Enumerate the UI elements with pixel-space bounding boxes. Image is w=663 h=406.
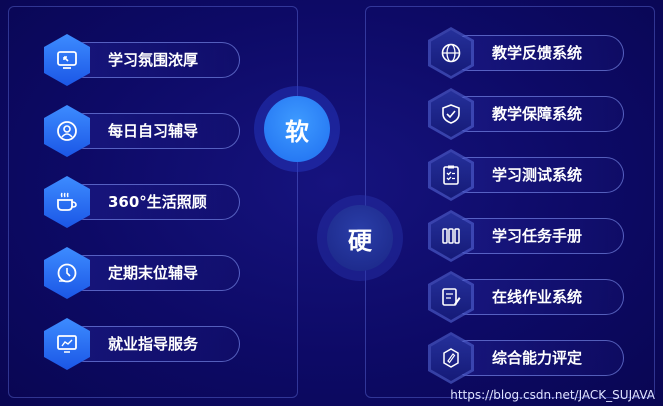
edit-document-icon	[431, 274, 471, 320]
soft-panel	[8, 6, 298, 398]
hard-item-label: 综合能力评定	[492, 349, 583, 367]
hard-item-label: 学习任务手册	[492, 227, 583, 245]
hard-item-label: 教学反馈系统	[492, 44, 583, 62]
soft-item-label: 每日自习辅导	[108, 122, 199, 140]
hard-item-pill	[450, 218, 624, 254]
clipboard-check-icon	[431, 152, 471, 198]
edit-icon-frame	[428, 271, 474, 323]
coffee-cup-icon	[44, 176, 90, 228]
hard-item-label: 在线作业系统	[492, 288, 583, 306]
hard-item-label: 学习测试系统	[492, 166, 583, 184]
watermark-text: https://blog.csdn.net/JACK_SUJAVA	[450, 388, 655, 402]
hard-panel	[365, 6, 655, 398]
soft-item-label: 学习氛围浓厚	[108, 51, 199, 69]
hard-item-pill	[450, 340, 624, 376]
hard-item-label: 教学保障系统	[492, 105, 583, 123]
book-icon	[431, 213, 471, 259]
shield-check-icon	[431, 91, 471, 137]
hard-item-pill	[450, 96, 624, 132]
soft-item-pill	[66, 42, 240, 78]
soft-circle-ring: 软	[254, 86, 340, 172]
badge-icon	[431, 335, 471, 381]
soft-item-pill	[66, 255, 240, 291]
hard-item-pill	[450, 35, 624, 71]
hard-item-pill	[450, 279, 624, 315]
hard-item-pill	[450, 157, 624, 193]
hard-circle-ring: 硬	[317, 195, 403, 281]
soft-item-label: 360°生活照顾	[108, 193, 207, 211]
soft-item-pill	[66, 113, 240, 149]
globe-icon	[431, 30, 471, 76]
soft-circle: 软	[264, 96, 330, 162]
soft-item-label: 就业指导服务	[108, 335, 199, 353]
soft-item-label: 定期末位辅导	[108, 264, 199, 282]
hard-circle: 硬	[327, 205, 393, 271]
soft-item-pill	[66, 184, 240, 220]
